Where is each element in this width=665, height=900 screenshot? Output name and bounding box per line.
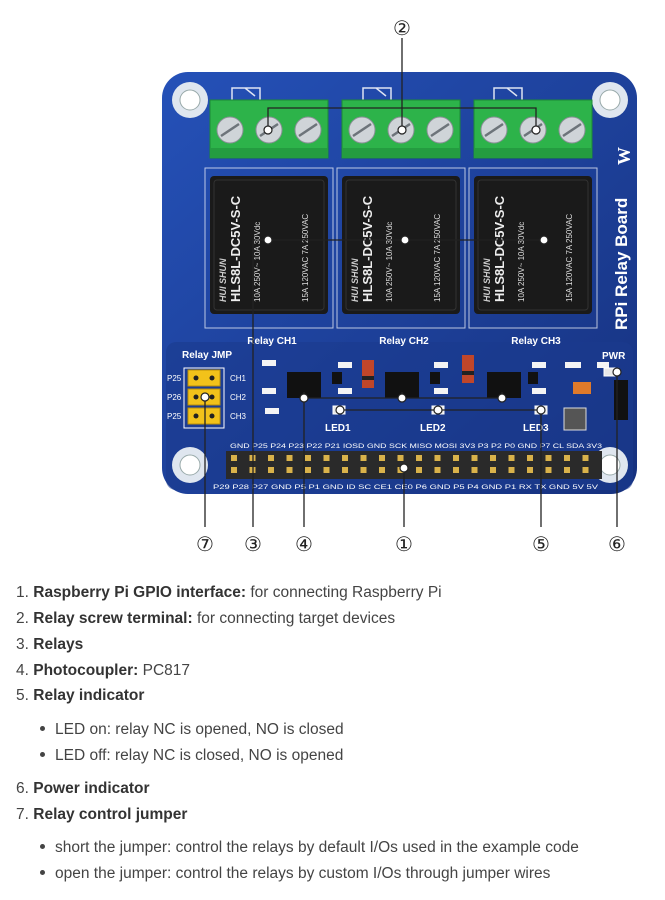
gpio-header — [231, 455, 589, 473]
jumper-label: Relay JMP — [182, 350, 232, 361]
relay-label-ch2: Relay CH2 — [379, 336, 429, 347]
sub-list-item: LED on: relay NC is opened, NO is closed — [40, 720, 344, 740]
board-name: RPi Relay Board — [612, 198, 631, 330]
callout-2: ② — [393, 16, 411, 40]
brand-logo: W — [614, 147, 634, 165]
callout-6: ⑥ — [608, 532, 626, 556]
bullet-icon — [40, 752, 45, 758]
svg-text:HLS8L-DC5V-S-C: HLS8L-DC5V-S-C — [228, 195, 243, 302]
relay-3: HLS8L-DC5V-S-C 10A 250V~ 10A 30Vdc 15A 120… — [474, 176, 592, 314]
sub-list-item: short the jumper: control the relays by … — [40, 838, 579, 858]
callout-7: ⑦ — [196, 532, 214, 556]
bullet-icon — [40, 844, 45, 850]
jumper-right-3: CH3 — [230, 412, 247, 421]
inductor — [563, 407, 587, 431]
led-label-3: LED3 — [523, 423, 549, 434]
list-item: 7. Relay control jumper — [16, 806, 188, 823]
power-label: PWR — [602, 351, 626, 362]
led-label-2: LED2 — [420, 423, 446, 434]
svg-text:10A 250V~ 10A 30Vdc: 10A 250V~ 10A 30Vdc — [253, 222, 262, 302]
list-item: 5. Relay indicator — [16, 687, 145, 704]
screw-terminal-blocks — [209, 99, 593, 159]
callout-5: ⑤ — [532, 532, 550, 556]
bullet-icon — [40, 726, 45, 732]
board-figure: HLS8L-DC5V-S-C 10A 250V~ 10A 30Vdc 15A 120… — [162, 16, 637, 556]
svg-text:HLS8L-DC5V-S-C: HLS8L-DC5V-S-C — [492, 195, 507, 302]
svg-text:10A 250V~ 10A 30Vdc: 10A 250V~ 10A 30Vdc — [517, 222, 526, 302]
svg-text:HUI SHUN: HUI SHUN — [218, 258, 228, 302]
list-item: 1. Raspberry Pi GPIO interface: for conn… — [16, 584, 442, 601]
jumper-left-3: P25 — [167, 412, 182, 421]
jumper-left-1: P25 — [167, 374, 182, 383]
gpio-label-top: GND P25 P24 P23 P22 P21 IOSD GND SCK MIS… — [230, 443, 603, 450]
relay-2: HLS8L-DC5V-S-C 10A 250V~ 10A 30Vdc 15A 120… — [342, 176, 460, 314]
diodes — [362, 355, 591, 394]
svg-text:15A 120VAC 7A 250VAC: 15A 120VAC 7A 250VAC — [301, 214, 310, 302]
svg-text:HUI SHUN: HUI SHUN — [350, 258, 360, 302]
relay-label-ch1: Relay CH1 — [247, 336, 297, 347]
svg-text:10A 250V~ 10A 30Vdc: 10A 250V~ 10A 30Vdc — [385, 222, 394, 302]
bullet-icon — [40, 870, 45, 876]
list-item: 4. Photocoupler: PC817 — [16, 662, 191, 679]
transistors — [332, 372, 538, 384]
relay-1: HLS8L-DC5V-S-C 10A 250V~ 10A 30Vdc 15A 120… — [210, 176, 328, 314]
list-item: 2. Relay screw terminal: for connecting … — [16, 610, 396, 627]
svg-text:15A 120VAC 7A 250VAC: 15A 120VAC 7A 250VAC — [565, 214, 574, 302]
list-item: 3. Relays — [16, 636, 84, 653]
relays: HLS8L-DC5V-S-C 10A 250V~ 10A 30Vdc 15A 120… — [210, 176, 592, 314]
callout-3: ③ — [244, 532, 262, 556]
svg-text:HUI SHUN: HUI SHUN — [482, 258, 492, 302]
callout-4: ④ — [295, 532, 313, 556]
sub-list-item: LED off: relay NC is closed, NO is opene… — [40, 746, 343, 766]
jumper-right-2: CH2 — [230, 393, 247, 402]
gpio-label-bottom: P29 P28 P27 GND P5 P1 GND ID SC CE1 CE0 … — [213, 484, 599, 491]
voltage-regulator — [614, 380, 628, 420]
relay-label-ch3: Relay CH3 — [511, 336, 561, 347]
board-illustration: HLS8L-DC5V-S-C 10A 250V~ 10A 30Vdc 15A 120… — [162, 16, 637, 556]
jumper-header — [187, 369, 221, 425]
mounting-hole-icon — [172, 82, 628, 483]
svg-text:15A 120VAC 7A 250VAC: 15A 120VAC 7A 250VAC — [433, 214, 442, 302]
jumper-right-1: CH1 — [230, 374, 247, 383]
callout-1: ① — [395, 532, 413, 556]
jumper-left-2: P26 — [167, 393, 182, 402]
led-label-1: LED1 — [325, 423, 351, 434]
svg-text:HLS8L-DC5V-S-C: HLS8L-DC5V-S-C — [360, 195, 375, 302]
list-item: 6. Power indicator — [16, 780, 150, 797]
sub-list-item: open the jumper: control the relays by c… — [40, 864, 550, 884]
photocouplers — [287, 372, 521, 398]
